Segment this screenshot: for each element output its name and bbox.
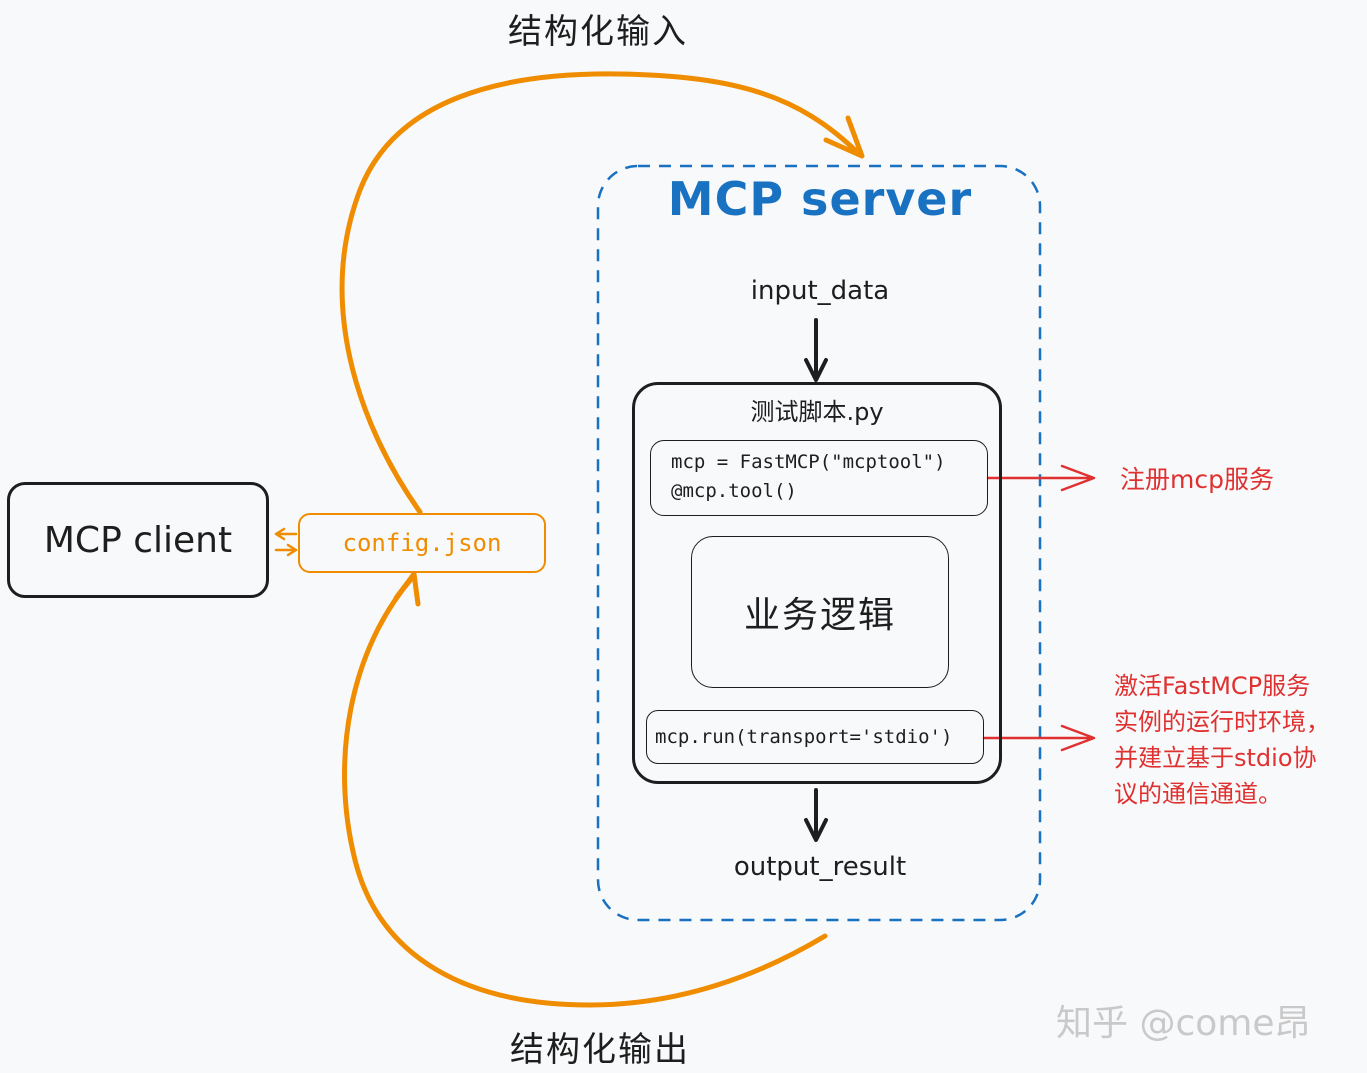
structured-input-label: 结构化输入 [508, 12, 688, 52]
output-down-arrow [804, 788, 828, 842]
structured-output-label: 结构化输出 [510, 1030, 690, 1070]
server-container [596, 164, 1042, 922]
run-note: 激活FastMCP服务 实例的运行时环境， 并建立基于stdio协 议的通信通道… [1114, 668, 1364, 812]
structured-input-arrow [339, 71, 858, 515]
mcp-client-box: MCP client [7, 482, 269, 598]
run-note-arrow [982, 724, 1096, 752]
watermark: 知乎 @come昂 [1056, 1003, 1311, 1044]
output-result-label: output_result [733, 852, 907, 882]
run-note-line-2: 实例的运行时环境， [1114, 708, 1330, 736]
run-note-line-1: 激活FastMCP服务 [1114, 672, 1311, 700]
script-box [632, 382, 1002, 784]
input-down-arrow [804, 318, 828, 382]
input-data-label: input_data [750, 276, 890, 306]
client-to-config-arrow [274, 543, 298, 557]
structured-input-arrowhead [823, 115, 865, 159]
code-register-box: mcp = FastMCP("mcptool") @mcp.tool() [650, 440, 988, 516]
code-register-line-1: mcp = FastMCP("mcptool") [671, 451, 946, 473]
business-logic-box: 业务逻辑 [691, 536, 949, 688]
code-run-box: mcp.run(transport='stdio') [646, 710, 984, 764]
run-note-line-3: 并建立基于stdio协 [1114, 744, 1317, 772]
run-note-line-4: 议的通信通道。 [1114, 780, 1282, 808]
server-title: MCP server [667, 172, 973, 226]
config-json-box: config.json [298, 513, 546, 573]
config-to-client-arrow [274, 527, 298, 541]
structured-output-arrowhead [393, 571, 421, 607]
register-note-arrow [986, 464, 1096, 492]
structured-output-arrow [342, 575, 828, 1008]
code-register-line-2: @mcp.tool() [671, 480, 797, 502]
register-note: 注册mcp服务 [1120, 465, 1274, 494]
script-title: 测试脚本.py [750, 398, 884, 426]
